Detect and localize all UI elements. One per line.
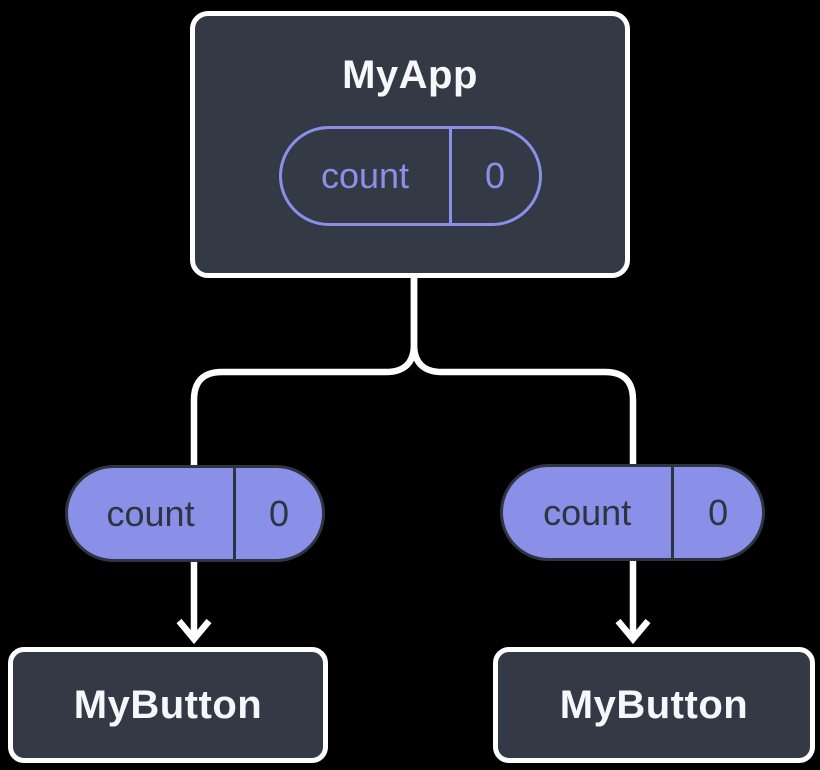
myapp-node: MyApp count 0 [190,11,630,278]
mybutton-node-left: MyButton [8,647,328,763]
branch-line-left [190,272,418,468]
prop-pill-left-divider [233,468,237,559]
state-pill-divider [448,129,452,223]
prop-pill-right-label: count [543,491,632,533]
state-pill-value: 0 [485,155,506,196]
state-pill: count 0 [278,126,542,226]
myapp-title: MyApp [342,53,478,97]
mybutton-right-title: MyButton [559,683,749,727]
prop-pill-left: count 0 [65,465,325,562]
arrow-down-icon-right [615,618,651,645]
prop-pill-left-label: count [106,492,195,534]
arrow-down-icon-left [176,618,212,645]
state-pill-label: count [320,155,410,196]
prop-pill-right: count 0 [500,464,765,561]
branch-line-right [410,272,637,468]
prop-pill-left-value: 0 [269,492,290,534]
prop-pill-right-value: 0 [708,491,729,533]
mybutton-node-right: MyButton [493,647,815,763]
mybutton-left-title: MyButton [73,683,263,727]
prop-pill-right-divider [671,467,675,558]
